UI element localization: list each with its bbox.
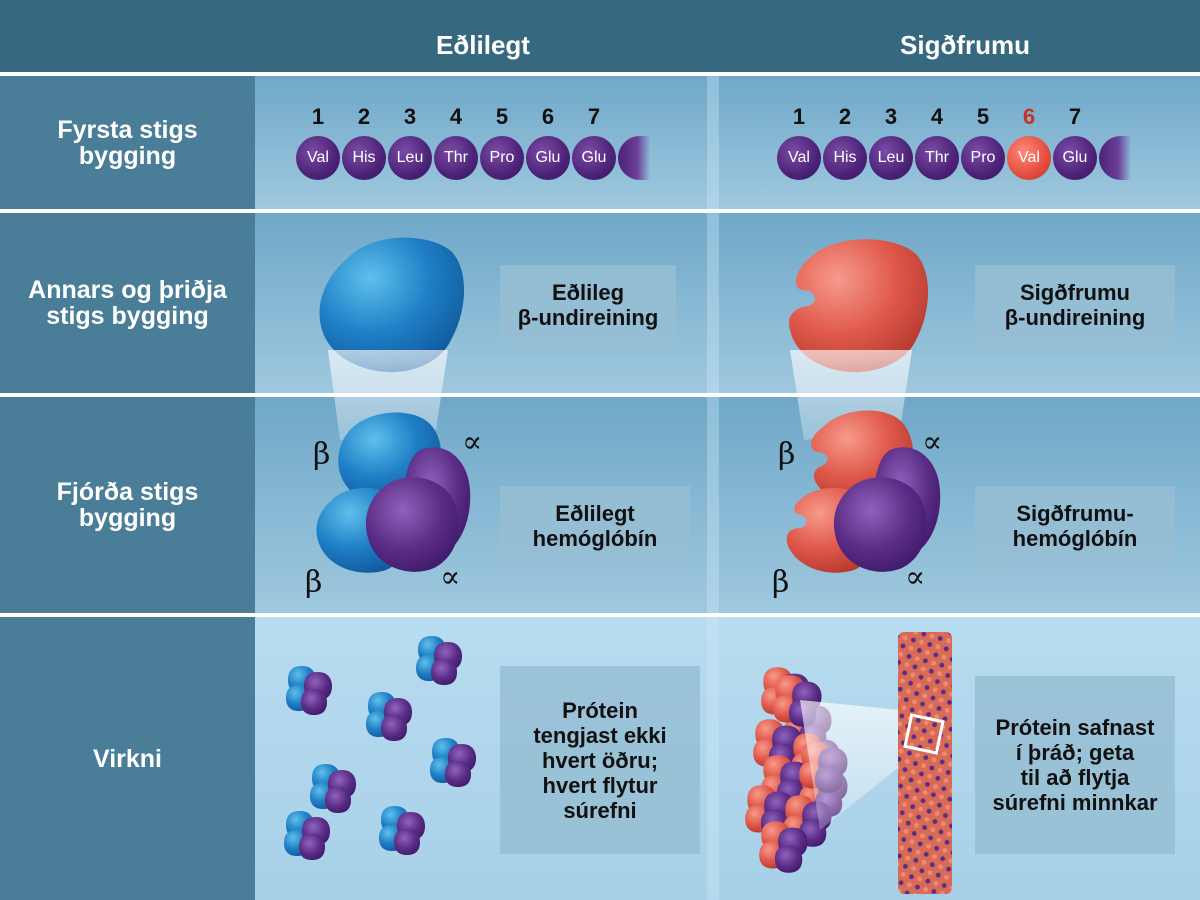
label-sickle-function: Prótein safnast í þráð; geta til að flyt…: [975, 676, 1175, 854]
column-title-normal: Eðlilegt: [436, 30, 530, 60]
label-normal-function: Prótein tengjast ekki hvert öðru; hvert …: [500, 666, 700, 854]
row-label-line: Annars og þriðja: [28, 276, 227, 304]
alpha-label: ∝: [905, 560, 926, 595]
mini-hemoglobin-tetramer: [430, 738, 476, 787]
mini-hemoglobin-tetramer: [284, 811, 330, 860]
beta-label: β: [305, 565, 323, 600]
mini-hemoglobin-tetramer: [366, 692, 412, 741]
normal-amino-acid: Glu: [572, 136, 616, 180]
sickle-amino-acid: Val: [777, 136, 821, 180]
sickle-position-number: 5: [976, 104, 990, 129]
label-line: Eðlileg: [551, 280, 625, 305]
sickle-position-number: 1: [792, 104, 806, 129]
beta-label: β: [778, 437, 796, 472]
label-line: Sigðfrumu: [1020, 280, 1130, 305]
sickle-amino-acid: Glu: [1053, 136, 1097, 180]
label-line: hvert flytur: [542, 772, 658, 798]
sickle-amino-acid: Val: [1007, 136, 1051, 180]
label-line: súrefni minnkar: [992, 790, 1158, 815]
normal-amino-acid: Leu: [388, 136, 432, 180]
row-label-line: bygging: [78, 504, 177, 532]
normal-amino-acid: His: [342, 136, 386, 180]
beta-label: β: [313, 437, 331, 472]
sickle-position-number: 4: [930, 104, 944, 129]
normal-position-number: 2: [357, 104, 371, 129]
mini-hemoglobin-tetramer: [310, 764, 356, 813]
normal-amino-acid: Thr: [434, 136, 478, 180]
normal-amino-acid: Pro: [480, 136, 524, 180]
mini-hemoglobin-tetramer: [759, 821, 808, 873]
sickle-hemoglobin-tetramer: [786, 410, 941, 573]
row-label-function: Virkni: [0, 617, 255, 900]
sickle-amino-acid: His: [823, 136, 867, 180]
label-line: súrefni: [563, 797, 637, 823]
label-line: β-undireining: [517, 305, 659, 330]
row-divider: [0, 613, 1200, 617]
label-line: til að flytja: [1020, 765, 1130, 790]
alpha-label: ∝: [922, 425, 943, 460]
normal-hemoglobin-tetramer: [316, 412, 471, 573]
mini-hemoglobin-tetramer: [379, 806, 425, 855]
normal-position-number: 5: [495, 104, 509, 129]
row-divider: [0, 393, 1200, 397]
fiber-zoom-beam: [800, 700, 920, 830]
fiber-zoom-square: [903, 713, 945, 755]
label-line: Sigðfrumu-: [1016, 501, 1134, 526]
row-divider: [0, 72, 1200, 76]
sickle-beta-subunit-blob: [788, 239, 929, 373]
label-line: hvert öðru;: [541, 747, 659, 773]
alpha-label: ∝: [440, 560, 461, 595]
row-label-line: Fyrsta stigs: [57, 115, 198, 144]
sickle-position-number: 7: [1068, 104, 1082, 129]
row-divider: [0, 209, 1200, 213]
sickle-amino-acid: Leu: [869, 136, 913, 180]
column-separator: [707, 76, 719, 900]
sickle-position-number: 3: [884, 104, 898, 129]
normal-scattered-tetramers: [284, 636, 476, 860]
sickle-fiber: [898, 632, 952, 894]
sickle-position-number: 6: [1022, 104, 1036, 129]
normal-position-number: 6: [541, 104, 555, 129]
label-line: Eðlilegt: [555, 501, 635, 526]
normal-position-number: 7: [587, 104, 601, 129]
normal-position-number: 4: [449, 104, 463, 129]
sickle-position-number: 2: [838, 104, 852, 129]
normal-position-number: 3: [403, 104, 417, 129]
normal-chain-continuation: [618, 136, 650, 180]
header-row: [0, 0, 1200, 72]
label-line: hemóglóbín: [1012, 526, 1138, 551]
label-line: í þráð; geta: [1015, 740, 1135, 765]
label-line: hemóglóbín: [532, 526, 658, 551]
sickle-amino-acid: Pro: [961, 136, 1005, 180]
row-label-line: stigs bygging: [46, 302, 209, 330]
column-title-sickle: Sigðfrumu: [900, 30, 1030, 60]
sickle-chain-continuation: [1099, 136, 1131, 180]
label-line: tengjast ekki: [533, 722, 667, 748]
label-line: Prótein: [562, 697, 638, 723]
alpha-label: ∝: [462, 425, 483, 460]
sickle-amino-acid: Thr: [915, 136, 959, 180]
row-label-line: Virkni: [92, 744, 163, 773]
normal-beta-subunit-blob: [319, 237, 465, 373]
beta-label: β: [772, 565, 790, 600]
label-sickle-hemoglobin: Sigðfrumu-hemóglóbín: [975, 486, 1175, 566]
normal-amino-acid: Val: [296, 136, 340, 180]
row-label-line: bygging: [78, 141, 177, 170]
label-line: β-undireining: [1004, 305, 1146, 330]
label-line: Prótein safnast: [995, 715, 1155, 740]
row-label-line: Fjórða stigs: [56, 478, 199, 506]
mini-hemoglobin-tetramer: [416, 636, 462, 685]
normal-amino-acid: Glu: [526, 136, 570, 180]
mini-hemoglobin-tetramer: [286, 666, 332, 715]
normal-position-number: 1: [311, 104, 325, 129]
